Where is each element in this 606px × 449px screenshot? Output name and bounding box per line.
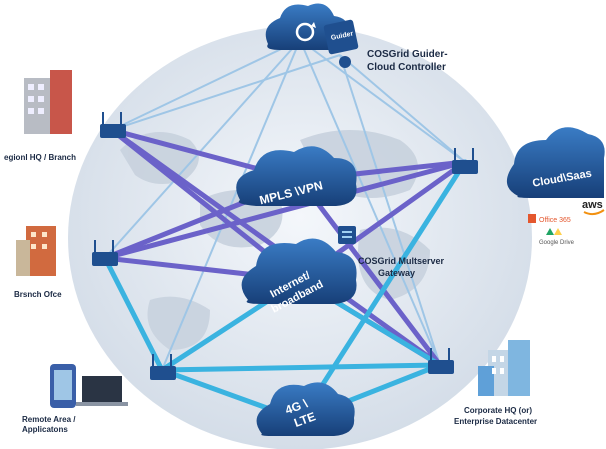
regional-hq-label: egionl HQ / Branch <box>4 153 76 162</box>
cloud-saas-cloud: Cloud\Saas <box>506 127 605 198</box>
controller-badge-label: Guider <box>330 30 354 42</box>
controller-label-line1: COSGrid Guider- <box>367 49 448 60</box>
branch-office-building-icon <box>16 226 56 276</box>
aws-smile-icon <box>583 209 605 216</box>
controller-label-line2: Cloud Controller <box>367 62 446 73</box>
lte-cloud: 4G \ LTE <box>256 382 355 436</box>
router-icon <box>100 112 126 138</box>
branch-office-label: Brsnch Ofce <box>14 290 62 299</box>
regional-hq-building-icon <box>24 70 72 134</box>
router-icon <box>452 148 478 174</box>
mpls-vpn-cloud: MPLS \VPN <box>236 146 357 207</box>
router-icon <box>150 354 176 380</box>
corporate-label-line2: Enterprise Datacenter <box>454 417 537 426</box>
google-drive-icon <box>546 228 562 235</box>
remote-area-label-line2: Applicatons <box>22 425 68 434</box>
google-drive-logo: Google Drive <box>539 240 575 246</box>
corporate-datacenter-building-icon <box>478 340 530 396</box>
corporate-label-line1: Corporate HQ (or) <box>464 406 532 415</box>
gateway-server-icon <box>338 226 356 244</box>
gateway-label-line2: Gateway <box>378 268 415 278</box>
controller-badge: Guider <box>323 19 359 68</box>
remote-devices-icon <box>50 364 128 408</box>
remote-area-label-line1: Remote Area / <box>22 415 76 424</box>
router-icon <box>92 240 118 266</box>
router-icon <box>428 348 454 374</box>
gateway-label-line1: COSGrid Multserver <box>358 256 445 266</box>
office-icon <box>528 214 536 223</box>
office-logo: Office 365 <box>539 217 571 224</box>
aws-logo: aws <box>582 199 603 211</box>
